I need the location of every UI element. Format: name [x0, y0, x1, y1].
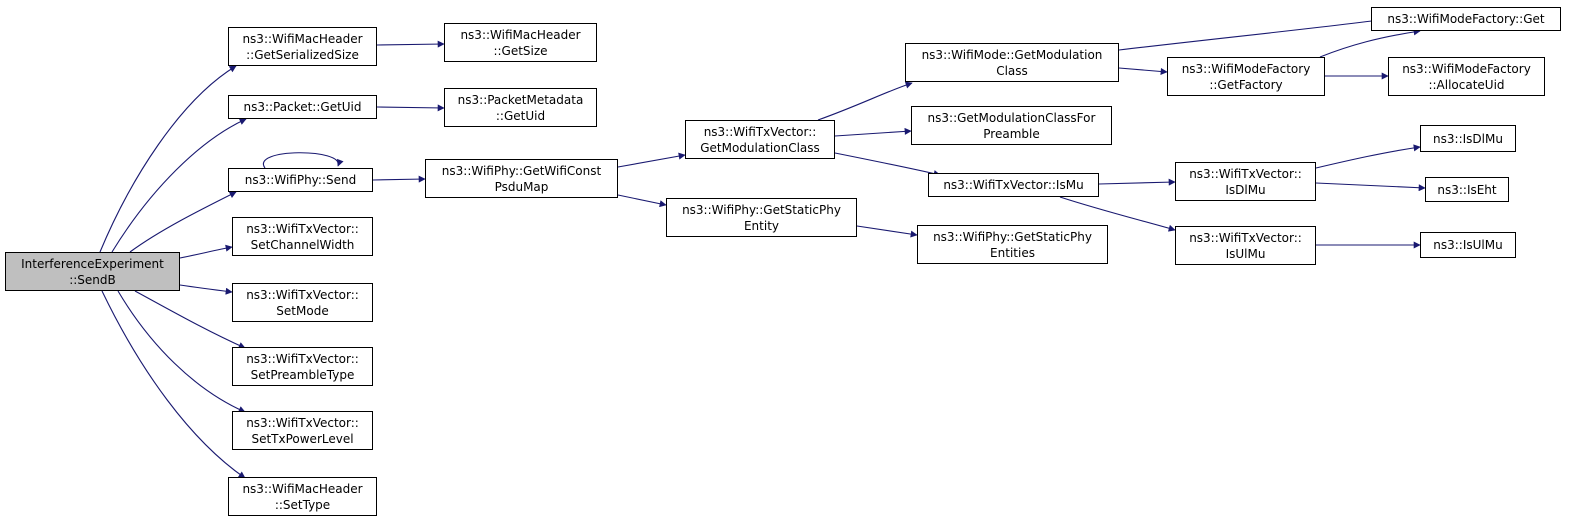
node-metadata-uid[interactable]: ns3::PacketMetadata ::GetUid — [444, 88, 597, 127]
node-mac-serialized-line-1: ns3::WifiMacHeader — [242, 31, 363, 46]
node-metadata-uid-line-2: ::GetUid — [495, 108, 546, 123]
node-iseht-line-1: ns3::IsEht — [1437, 182, 1497, 197]
node-factory-getfactory-line-1: ns3::WifiModeFactory — [1181, 61, 1311, 76]
edge-static-entity-to-static-entities — [856, 225, 918, 238]
node-isulmu-line-1: ns3::IsUlMu — [1433, 238, 1503, 252]
edge-factory-getfactory-to-factory-get — [1319, 28, 1421, 58]
node-set-channel[interactable]: ns3::WifiTxVector:: SetChannelWidth — [232, 217, 373, 256]
node-mac-getsize[interactable]: ns3::WifiMacHeader ::GetSize — [444, 23, 597, 62]
node-packet-uid-line-1: ns3::Packet::GetUid — [243, 100, 362, 114]
node-const-psdu[interactable]: ns3::WifiPhy::GetWifiConst PsduMap — [425, 159, 618, 198]
node-txv-isulmu[interactable]: ns3::WifiTxVector:: IsUlMu — [1175, 226, 1316, 265]
node-set-preamble-line-2: SetPreambleType — [250, 367, 355, 382]
node-set-preamble-line-1: ns3::WifiTxVector:: — [246, 351, 359, 366]
node-static-entities[interactable]: ns3::WifiPhy::GetStaticPhy Entities — [917, 225, 1108, 264]
node-txv-isdlmu[interactable]: ns3::WifiTxVector:: IsDlMu — [1175, 162, 1316, 201]
node-mode-modclass-line-1: ns3::WifiMode::GetModulation — [921, 47, 1103, 62]
edge-root-to-set-preamble — [134, 290, 246, 349]
edge-root-to-mac-serialized — [99, 65, 237, 253]
node-mode-modclass[interactable]: ns3::WifiMode::GetModulation Class — [905, 43, 1119, 82]
node-mac-serialized[interactable]: ns3::WifiMacHeader ::GetSerializedSize — [228, 27, 377, 66]
node-isdlmu[interactable]: ns3::IsDlMu — [1420, 125, 1516, 152]
node-iseht[interactable]: ns3::IsEht — [1425, 177, 1509, 202]
edge-txv-modclass-to-modclass-preamble — [834, 127, 912, 137]
edge-root-to-phy-send — [129, 191, 237, 253]
edge-txv-modclass-to-mode-modclass — [817, 81, 913, 121]
node-const-psdu-line-1: ns3::WifiPhy::GetWifiConst — [441, 163, 602, 178]
node-isdlmu-line-1: ns3::IsDlMu — [1433, 131, 1503, 146]
edge-const-psdu-to-static-entity — [617, 194, 667, 208]
edge-root-to-set-mode — [179, 284, 233, 295]
node-modclass-preamble-line-2: Preamble — [983, 126, 1040, 141]
node-set-mode-line-2: SetMode — [276, 303, 329, 318]
edge-phy-send-to-const-psdu — [372, 175, 426, 183]
node-static-entity-line-2: Entity — [743, 218, 780, 233]
node-static-entity[interactable]: ns3::WifiPhy::GetStaticPhy Entity — [666, 198, 857, 237]
node-packet-uid[interactable]: ns3::Packet::GetUid — [228, 95, 377, 119]
node-metadata-uid-line-1: ns3::PacketMetadata — [457, 92, 584, 107]
node-isulmu[interactable]: ns3::IsUlMu — [1420, 232, 1516, 258]
node-txv-modclass-line-1: ns3::WifiTxVector:: — [703, 124, 817, 139]
node-txv-isdlmu-line-2: IsDlMu — [1225, 182, 1266, 197]
node-mac-getsize-line-2: ::GetSize — [493, 43, 548, 58]
node-root: InterferenceExperiment ::SendB — [5, 252, 180, 291]
edge-const-psdu-to-txv-modclass — [617, 152, 686, 168]
node-mac-serialized-line-2: ::GetSerializedSize — [246, 47, 359, 62]
node-factory-get-line-1: ns3::WifiModeFactory::Get — [1387, 12, 1545, 26]
node-txv-ismu-line-1: ns3::WifiTxVector::IsMu — [943, 178, 1084, 192]
node-txv-ismu[interactable]: ns3::WifiTxVector::IsMu — [928, 173, 1099, 197]
node-set-channel-line-2: SetChannelWidth — [250, 237, 355, 252]
node-factory-getfactory[interactable]: ns3::WifiModeFactory ::GetFactory — [1167, 57, 1325, 96]
edge-txv-modclass-to-ismu — [834, 152, 941, 177]
node-txv-isulmu-line-1: ns3::WifiTxVector:: — [1189, 230, 1302, 245]
node-txv-modclass[interactable]: ns3::WifiTxVector:: GetModulationClass — [685, 120, 835, 159]
edge-root-to-set-channel — [179, 244, 233, 259]
node-mac-getsize-line-1: ns3::WifiMacHeader — [460, 27, 581, 42]
edge-ismu-to-txv-isulmu — [1059, 196, 1176, 232]
node-modclass-preamble-line-1: ns3::GetModulationClassFor — [927, 110, 1096, 125]
node-set-txpower-line-2: SetTxPowerLevel — [251, 431, 354, 446]
node-factory-get[interactable]: ns3::WifiModeFactory::Get — [1371, 7, 1561, 31]
node-mode-modclass-line-2: Class — [996, 63, 1028, 78]
edge-txv-isdlmu-to-iseht — [1315, 182, 1426, 192]
node-static-entities-line-2: Entities — [990, 245, 1035, 260]
node-set-txpower[interactable]: ns3::WifiTxVector:: SetTxPowerLevel — [232, 411, 373, 450]
node-static-entities-line-1: ns3::WifiPhy::GetStaticPhy — [933, 229, 1092, 244]
node-txv-modclass-line-2: GetModulationClass — [700, 140, 820, 155]
node-factory-getfactory-line-2: ::GetFactory — [1209, 77, 1283, 92]
edge-packet-uid-to-metadata — [376, 104, 445, 112]
node-factory-alloc-line-2: ::AllocateUid — [1428, 77, 1505, 92]
node-phy-send-line-1: ns3::WifiPhy::Send — [244, 173, 357, 187]
node-set-txpower-line-1: ns3::WifiTxVector:: — [246, 415, 359, 430]
node-root-line-1: InterferenceExperiment — [21, 256, 164, 271]
node-factory-alloc[interactable]: ns3::WifiModeFactory ::AllocateUid — [1388, 57, 1545, 96]
edge-mac-serialized-to-getsize — [376, 40, 445, 48]
node-mac-settype[interactable]: ns3::WifiMacHeader ::SetType — [228, 477, 377, 516]
node-txv-isulmu-line-2: IsUlMu — [1225, 246, 1266, 261]
node-set-mode[interactable]: ns3::WifiTxVector:: SetMode — [232, 283, 373, 322]
node-phy-send[interactable]: ns3::WifiPhy::Send — [228, 168, 373, 192]
node-root-line-2: ::SendB — [69, 272, 116, 287]
node-set-channel-line-1: ns3::WifiTxVector:: — [246, 221, 359, 236]
node-factory-alloc-line-1: ns3::WifiModeFactory — [1402, 61, 1531, 76]
edge-phy-send-self — [262, 152, 344, 169]
node-txv-isdlmu-line-1: ns3::WifiTxVector:: — [1189, 166, 1302, 181]
node-modclass-preamble[interactable]: ns3::GetModulationClassFor Preamble — [911, 106, 1112, 145]
node-const-psdu-line-2: PsduMap — [494, 179, 549, 194]
edge-mode-modclass-to-factory-getfactory — [1118, 67, 1168, 75]
edge-txv-isdlmu-to-isdlmu — [1315, 144, 1421, 169]
edge-root-to-mac-settype — [101, 290, 246, 479]
edge-mode-modclass-to-factory-get — [1118, 15, 1396, 51]
edge-ismu-to-txv-isdlmu — [1098, 178, 1176, 186]
node-set-preamble[interactable]: ns3::WifiTxVector:: SetPreambleType — [232, 347, 373, 386]
node-mac-settype-line-1: ns3::WifiMacHeader — [242, 481, 363, 496]
edge-root-to-set-txpower — [117, 290, 246, 413]
node-mac-settype-line-2: ::SetType — [274, 497, 331, 512]
node-static-entity-line-1: ns3::WifiPhy::GetStaticPhy — [682, 202, 841, 217]
edge-root-to-packet-uid — [111, 118, 247, 253]
node-set-mode-line-1: ns3::WifiTxVector:: — [246, 287, 359, 302]
